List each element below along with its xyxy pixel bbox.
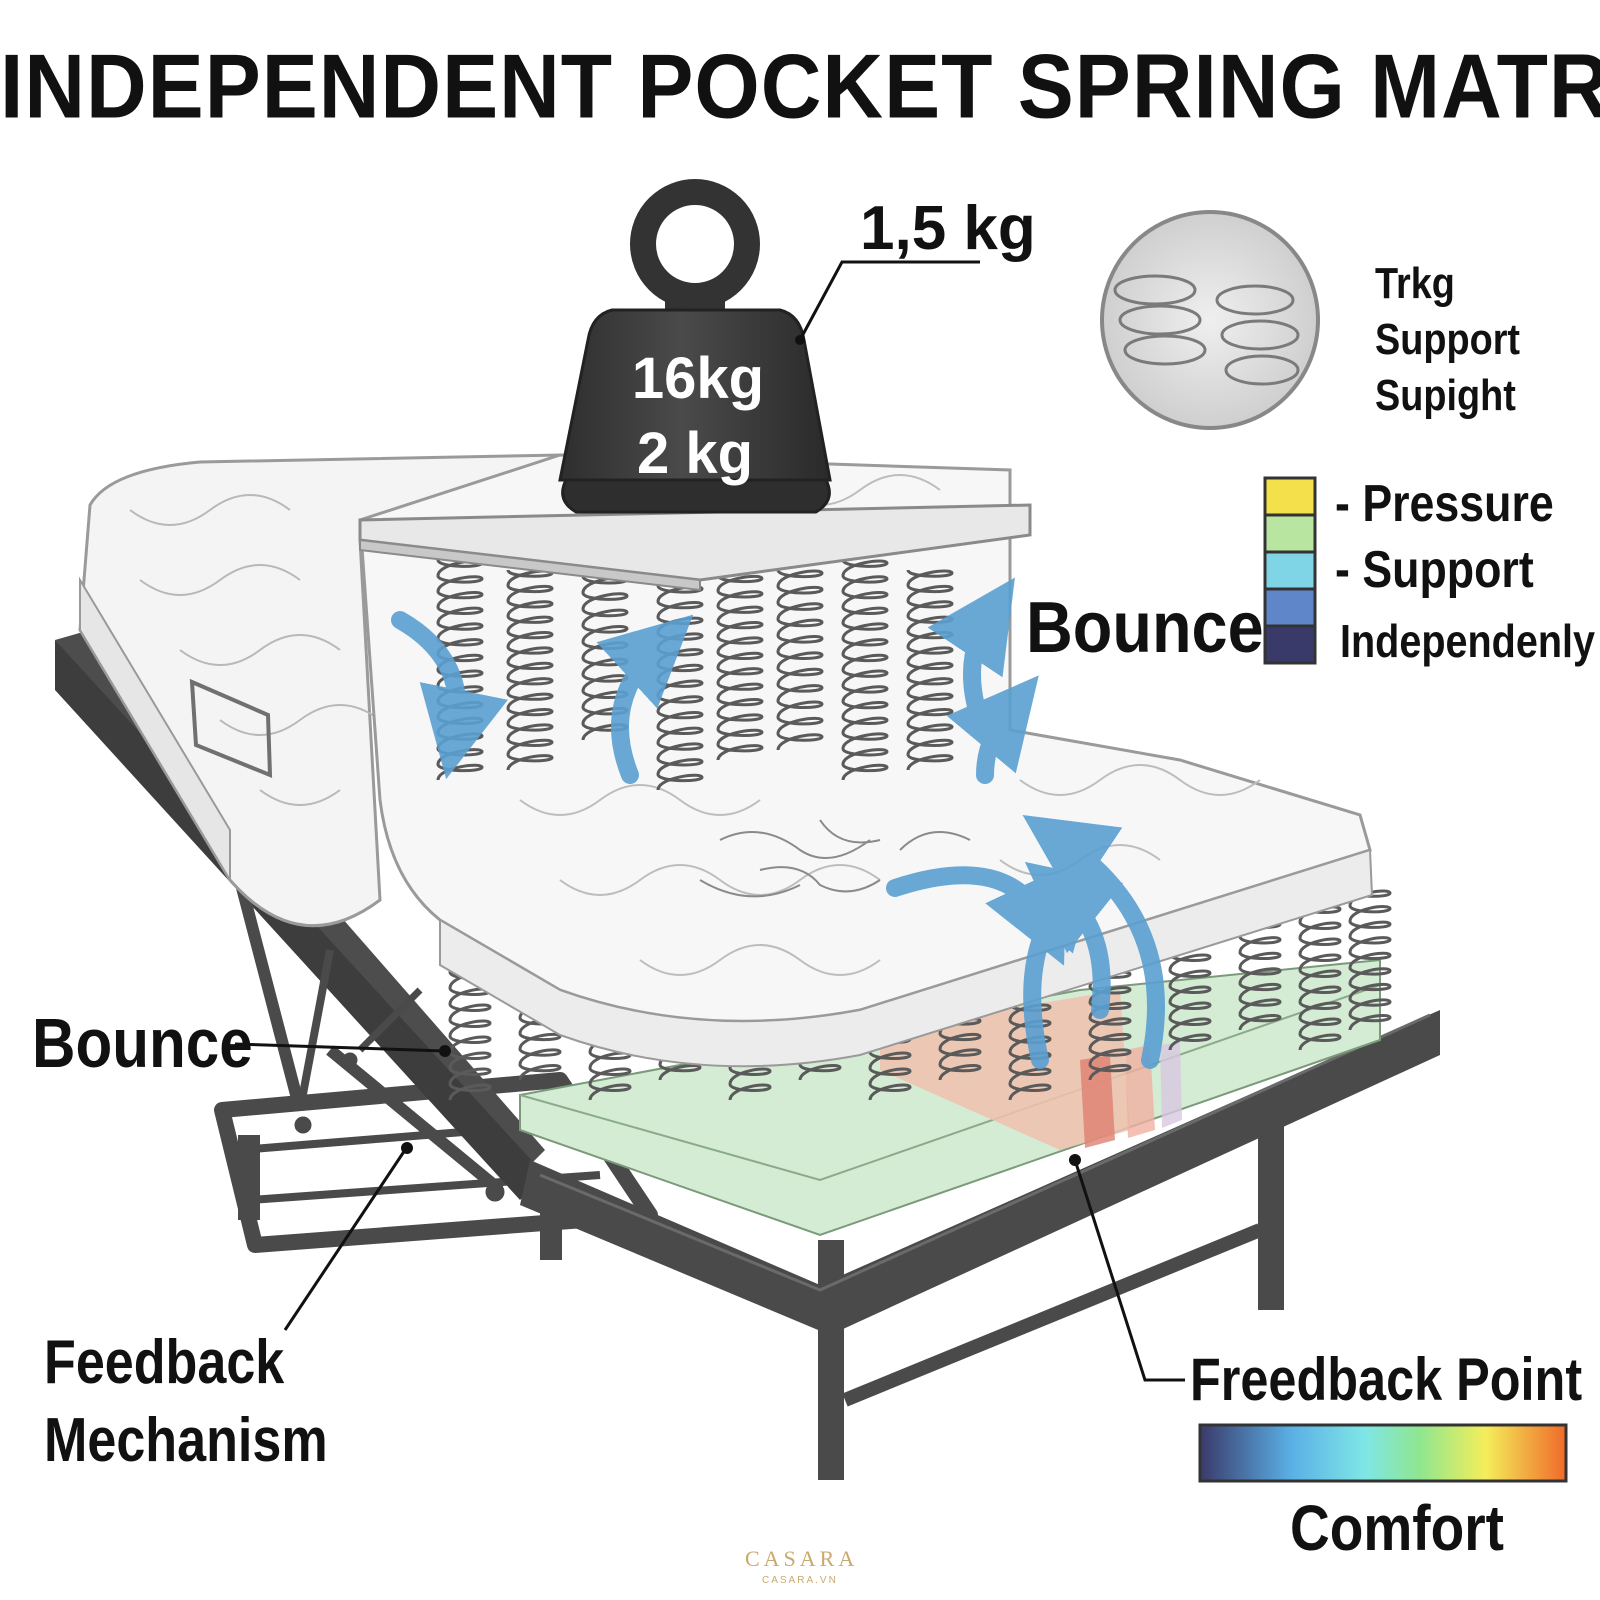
pocket-spring [841, 559, 889, 781]
legend-label-pressure: - Pressure [1335, 475, 1554, 533]
feedback-mechanism-line1: Feedback [44, 1328, 285, 1397]
bounce-label-left: Bounce [32, 1004, 253, 1082]
weight-label-line2: 2 kg [636, 421, 754, 486]
comfort-gradient-bar [1198, 1423, 1568, 1483]
pressure-plate [358, 503, 1032, 592]
weight-callout-line [798, 260, 980, 341]
legend-color-bar [1263, 476, 1317, 665]
mattress-head-section [78, 453, 562, 928]
pocket-spring [506, 569, 554, 771]
inset-label-2: Support [1375, 315, 1521, 364]
pocket-spring [716, 559, 764, 761]
legend-swatch [1263, 476, 1317, 517]
brand-url: CASARA.VN [762, 1575, 838, 1586]
legend-label-support: - Support [1335, 541, 1534, 599]
inset-label-1: Trkg [1375, 259, 1455, 308]
legend-swatch [1263, 624, 1317, 665]
legend-swatch [1263, 513, 1317, 554]
feedback-point-label: Freedback Point [1190, 1346, 1583, 1413]
brand-logo: CASARA [745, 1546, 859, 1571]
weight-label-line1: 16kg [631, 346, 765, 411]
pocket-spring [1348, 889, 1392, 1031]
weight-callout-label: 1,5 kg [860, 194, 1036, 263]
comfort-label: Comfort [1290, 1492, 1505, 1564]
inset-label-3: Supight [1375, 371, 1516, 420]
bounce-arrows [391, 577, 1165, 1069]
pocket-spring [776, 569, 824, 751]
feedback-mechanism-line2: Mechanism [44, 1406, 328, 1475]
page-title: INDEPENDENT POCKET SPRING MATRESE [0, 35, 1600, 137]
legend-swatch [1263, 587, 1317, 628]
legend-swatch [1263, 550, 1317, 591]
callout-lines [234, 1042, 1185, 1382]
spring-detail-inset [1100, 210, 1320, 430]
bounce-label-right: Bounce [1026, 588, 1264, 668]
legend-label-independenly: Independenly [1340, 615, 1595, 667]
upper-springs [436, 559, 954, 791]
weight-icon [558, 179, 832, 514]
